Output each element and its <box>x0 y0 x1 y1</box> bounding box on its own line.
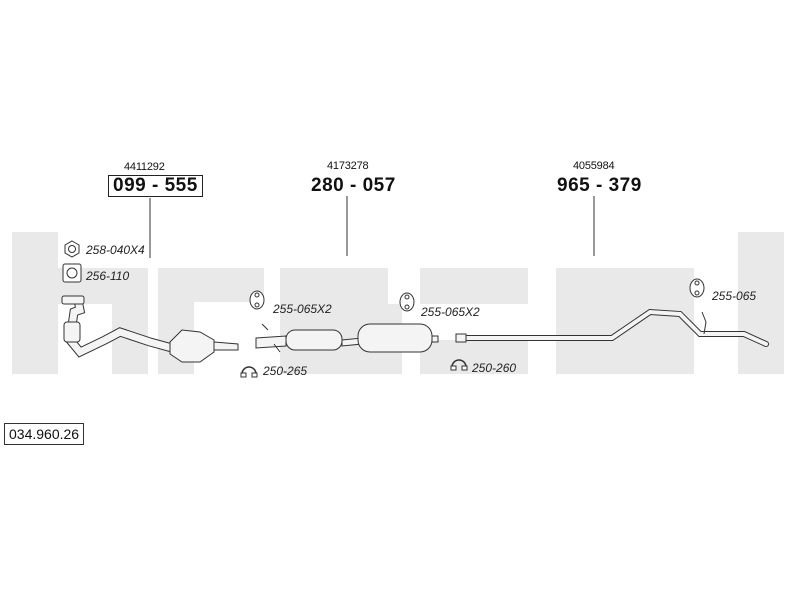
nut-icon <box>64 240 80 258</box>
tail-pipe <box>455 308 769 347</box>
fitting-label-1: 258-040X4 <box>86 243 145 257</box>
part-number-3[interactable]: 965 - 379 <box>557 175 642 196</box>
clamp-icon <box>240 366 258 378</box>
fitting-label-4: 250-265 <box>263 364 308 378</box>
fitting-label-6: 250-260 <box>472 361 517 375</box>
diagram-id: 034.960.26 <box>4 423 85 445</box>
rubber-hanger-icon <box>689 278 705 298</box>
rubber-hanger-icon <box>249 290 265 310</box>
front-pipe-catalyst <box>61 295 239 363</box>
watermark-logo <box>12 232 784 374</box>
gasket-icon <box>62 263 82 283</box>
part-ref-1: 4411292 <box>124 161 165 173</box>
fitting-label-7: 255-065 <box>712 289 757 303</box>
part-number-2[interactable]: 280 - 057 <box>311 175 396 196</box>
rubber-hanger-icon <box>399 292 415 312</box>
clamp-icon <box>450 359 468 371</box>
part-ref-2: 4173278 <box>327 160 369 172</box>
part-number-1[interactable]: 099 - 555 <box>108 175 203 197</box>
part-ref-3: 4055984 <box>573 160 615 172</box>
leader-lines <box>149 196 595 258</box>
center-muffler <box>255 323 439 353</box>
fitting-label-5: 255-065X2 <box>421 305 480 319</box>
fitting-label-2: 256-110 <box>86 269 130 283</box>
fitting-label-3: 255-065X2 <box>273 302 332 316</box>
